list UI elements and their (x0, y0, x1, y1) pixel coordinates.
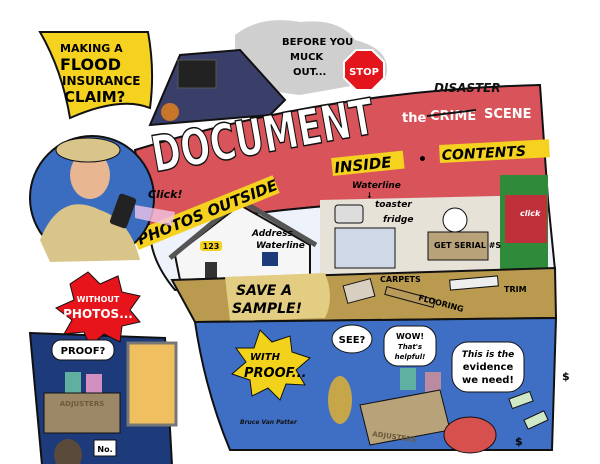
evidence-bubble (451, 341, 525, 393)
debris (161, 103, 179, 121)
dollar-sign: $ (562, 370, 570, 383)
without-photos-burst (55, 271, 141, 347)
stop-text: STOP (349, 67, 379, 78)
inside-highlight (331, 150, 405, 176)
evidence-line3: we need! (462, 375, 514, 386)
label-fridge: fridge (383, 215, 413, 225)
adjuster-man (65, 372, 81, 394)
banner-scene: SCENE (484, 107, 532, 122)
proof-bubble (51, 339, 115, 361)
fridge-icon (334, 227, 396, 269)
signature: Bruce Van Patter (240, 419, 298, 426)
muck-line3: OUT... (293, 67, 326, 78)
flag-line4: CLAIM? (64, 88, 125, 106)
money-icon (523, 410, 549, 430)
window-money-flying (126, 341, 178, 427)
banner-struck-word: CRIME (430, 109, 476, 124)
muck-line1: BEFORE YOU (282, 37, 353, 48)
detective-face (70, 151, 110, 199)
label-inside-waterline: Waterline (352, 181, 401, 191)
subtitle-inside: INSIDE (334, 153, 394, 177)
stop-sign-icon (343, 49, 385, 91)
contents-highlight (439, 139, 550, 163)
no-text: No. (97, 445, 112, 454)
homeowner-figure (328, 376, 352, 424)
without-desk-label: ADJUSTERS (60, 400, 105, 408)
strikethrough (426, 109, 477, 117)
label-address: Address (251, 229, 293, 239)
sample-line1: SAVE A (236, 283, 292, 299)
trim-sample-icon (449, 275, 499, 291)
adjuster-woman (86, 374, 102, 394)
see-bubble (331, 324, 373, 354)
homeowner-sad (54, 439, 82, 464)
wow-line2: That's (398, 343, 422, 351)
evidence-line2: evidence (463, 362, 514, 373)
carpet-sample-icon (342, 278, 376, 304)
wow-bubble (383, 325, 437, 367)
address-number: 123 (203, 242, 220, 251)
flag-shape (38, 31, 154, 120)
subtitle-sep: • (418, 152, 427, 168)
purse-icon (443, 416, 497, 454)
money-icon (508, 390, 534, 410)
adjuster-woman (425, 372, 441, 394)
evidence-line1: This is the (462, 350, 515, 360)
proof-text: PROOF? (61, 346, 106, 357)
with-burst-line2: PROOF... (244, 366, 306, 381)
muck-line2: MUCK (290, 52, 324, 63)
see-text: SEE? (339, 335, 366, 346)
flag-line1: MAKING A (60, 42, 123, 55)
wow-line1: WOW! (396, 332, 424, 341)
label-trim: TRIM (504, 285, 527, 294)
camera-flash (135, 205, 175, 226)
flag-line3: INSURANCE (62, 74, 140, 88)
label-toaster: toaster (375, 200, 412, 210)
without-burst-line1: WITHOUT (77, 295, 120, 304)
flooring-sample-icon (384, 286, 436, 308)
subtitle-highlight (131, 175, 280, 250)
click-label: Click! (148, 188, 182, 201)
with-burst-line1: WITH (250, 352, 281, 363)
dollar-sign: $ (515, 435, 523, 448)
label-carpets: CARPETS (380, 275, 421, 284)
subtitle-contents: CONTENTS (441, 144, 526, 164)
banner-the: the (402, 111, 426, 126)
banner-inserted-word: DISASTER (434, 81, 501, 95)
phone-icon (109, 193, 137, 229)
address-number-badge (200, 241, 222, 251)
waterline-arrow: ↓ (366, 191, 373, 200)
label-get-serial: GET SERIAL #S (434, 241, 501, 250)
toaster-icon (334, 204, 364, 224)
flag-line2: FLOOD (60, 55, 121, 74)
with-proof-burst (231, 329, 311, 401)
sample-label-bg (225, 273, 330, 321)
contents-click: click (520, 209, 541, 218)
contents-tarp (505, 195, 547, 243)
without-burst-line2: PHOTOS... (63, 307, 133, 321)
tv-icon (177, 59, 217, 89)
house-window (262, 252, 278, 266)
house-door (205, 262, 217, 280)
no-bubble (93, 439, 117, 457)
without-desk (43, 392, 121, 434)
adjuster-man (400, 368, 416, 390)
label-outside-waterline: Waterline (256, 241, 305, 251)
sample-line2: SAMPLE! (232, 301, 302, 317)
serial-tag-magnifier (442, 207, 468, 233)
wow-line3: helpful! (395, 353, 426, 361)
serial-card (427, 231, 489, 261)
deerstalker-hat (55, 137, 121, 163)
